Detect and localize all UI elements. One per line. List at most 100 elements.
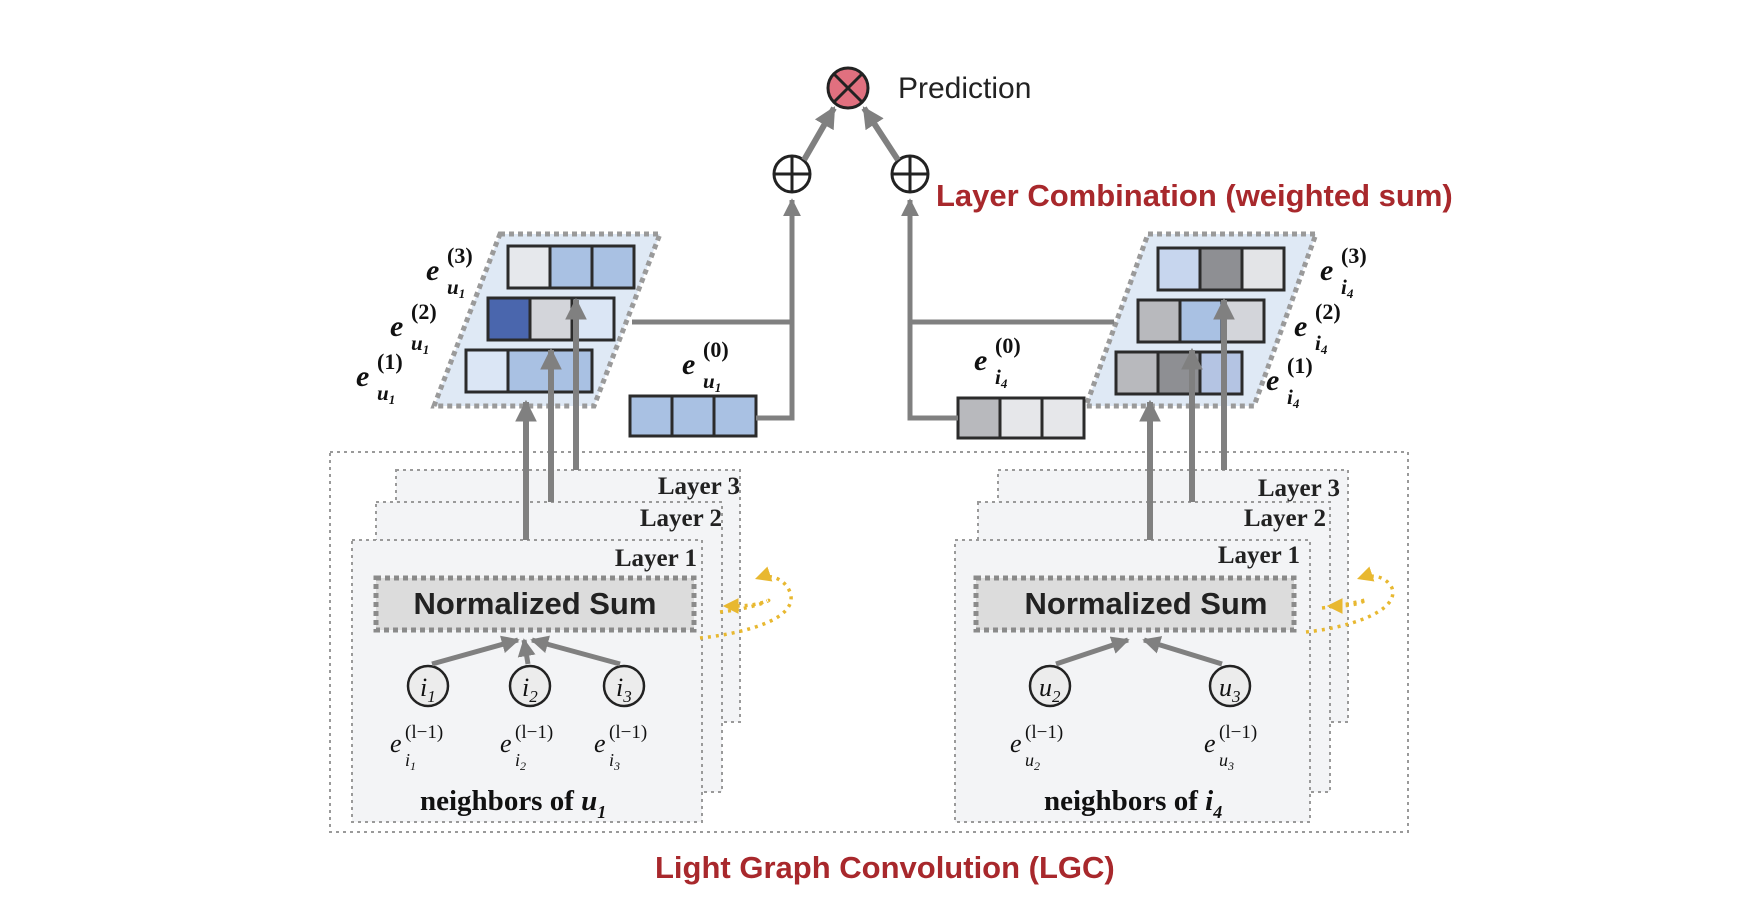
- svg-text:e: e: [1294, 310, 1307, 343]
- sum-node-item: [890, 154, 930, 194]
- right-normalized-sum-label: Normalized Sum: [1025, 586, 1268, 621]
- right-embedding-row-2-cell-1: [1136, 298, 1182, 344]
- left-embedding-row-1-cell-3: [548, 348, 594, 394]
- svg-text:e: e: [1320, 254, 1333, 287]
- svg-text:i2: i2: [522, 673, 538, 706]
- svg-text:(2): (2): [411, 299, 437, 324]
- svg-text:i3: i3: [609, 750, 620, 773]
- left-embedding-row-2-cell-1: [486, 296, 532, 342]
- left-stack-label-3: e (3) u1: [426, 243, 473, 301]
- sum-node-user: [772, 154, 812, 194]
- svg-text:(2): (2): [1315, 299, 1341, 324]
- svg-text:(l−1): (l−1): [1025, 722, 1063, 743]
- svg-text:e: e: [356, 360, 369, 393]
- left-arrow-i3-to-sum: [530, 635, 621, 667]
- prediction-label: Prediction: [898, 72, 1031, 105]
- left-initial-row-cell-2: [670, 394, 716, 438]
- left-layer-stack: Layer 3 Layer 2 Layer 1 Normalized Sum i…: [351, 469, 793, 823]
- svg-text:e: e: [500, 729, 512, 758]
- svg-text:(3): (3): [1341, 243, 1367, 268]
- left-neighbor-embedding-3: e (l−1) i3: [594, 722, 647, 773]
- svg-text:i1: i1: [420, 673, 436, 706]
- svg-text:(0): (0): [995, 333, 1021, 358]
- right-embedding-row-3-cell-1: [1156, 246, 1202, 292]
- left-initial-row: [628, 394, 758, 438]
- right-initial-row: [956, 396, 1086, 440]
- left-embedding-row-1-cell-2: [506, 348, 552, 394]
- left-embedding-row-3-cell-3: [590, 244, 636, 290]
- right-layer-stack: Layer 3 Layer 2 Layer 1 Normalized Sum u…: [954, 469, 1395, 823]
- right-node-u2: u2: [1028, 664, 1072, 708]
- left-embedding-row-1-cell-1: [464, 348, 510, 394]
- svg-text:e: e: [390, 729, 402, 758]
- left-loop-arrow-outer: [699, 566, 793, 640]
- left-neighbor-embedding-2: e (l−1) i2: [500, 722, 553, 773]
- svg-text:i1: i1: [405, 750, 416, 773]
- left-embedding-row-3-cell-2: [548, 244, 594, 290]
- right-layer3-label: Layer 3: [1258, 475, 1340, 502]
- svg-text:u1: u1: [411, 331, 429, 357]
- svg-text:u3: u3: [1219, 673, 1241, 706]
- svg-text:i4: i4: [1315, 331, 1328, 357]
- svg-text:(3): (3): [447, 243, 473, 268]
- lgc-outer-box: [329, 451, 1409, 833]
- left-connector-initial-to-sum: [756, 198, 801, 421]
- left-normalized-sum-label: Normalized Sum: [414, 586, 657, 621]
- left-embedding-row-1: [464, 348, 594, 394]
- left-normalized-sum-box: [373, 575, 697, 633]
- right-initial-row-cell-3: [1040, 396, 1086, 440]
- right-stack-label-3: e (3) i4: [1320, 243, 1367, 301]
- left-neighbor-embedding-1: e (l−1) i1: [390, 722, 443, 773]
- right-embedding-row-1-cell-1: [1114, 350, 1160, 396]
- right-embedding-row-2-cell-3: [1220, 298, 1266, 344]
- layer-combination-title: Layer Combination (weighted sum): [936, 178, 1453, 213]
- svg-text:i4: i4: [1287, 385, 1300, 411]
- prediction-node: [826, 66, 870, 110]
- right-initial-label: e (0) i4: [974, 333, 1021, 391]
- left-stack-label-2: e (2) u1: [390, 299, 437, 357]
- svg-text:(1): (1): [377, 349, 403, 374]
- svg-text:u1: u1: [703, 369, 721, 395]
- left-embedding-cells: [464, 244, 636, 394]
- left-embedding-row-2: [486, 296, 616, 342]
- right-node-u3: u3: [1208, 664, 1252, 708]
- right-stack-label-1: e (1) i4: [1266, 353, 1313, 411]
- right-embedding-row-2: [1136, 298, 1266, 344]
- arrow-sum-to-prediction-right: [861, 106, 901, 162]
- svg-text:(1): (1): [1287, 353, 1313, 378]
- left-node-i2: i2: [508, 664, 552, 708]
- left-layer2-label: Layer 2: [640, 505, 722, 532]
- svg-text:u1: u1: [377, 381, 395, 407]
- left-node-i3: i3: [602, 664, 646, 708]
- right-embedding-row-3-cell-3: [1240, 246, 1286, 292]
- right-neighbors-label: neighbors of i4: [1044, 785, 1222, 822]
- left-arrow-i1-to-sum: [431, 635, 520, 667]
- left-neighbors-label: neighbors of u1: [420, 785, 606, 822]
- right-neighbor-embedding-2: e (l−1) u3: [1204, 722, 1257, 773]
- svg-text:i4: i4: [995, 365, 1008, 391]
- svg-text:u2: u2: [1039, 673, 1061, 706]
- svg-text:e: e: [426, 254, 439, 287]
- left-initial-embedding: [628, 394, 758, 438]
- svg-text:e: e: [1204, 729, 1216, 758]
- arrow-sum-to-prediction-left: [801, 106, 837, 162]
- right-embedding-row-3-cell-2: [1198, 246, 1244, 292]
- svg-text:i4: i4: [1341, 275, 1354, 301]
- svg-text:u2: u2: [1025, 750, 1040, 773]
- svg-text:(l−1): (l−1): [405, 722, 443, 743]
- svg-text:e: e: [594, 729, 606, 758]
- svg-text:e: e: [1010, 729, 1022, 758]
- left-embedding-row-3: [506, 244, 636, 290]
- svg-text:i3: i3: [616, 673, 632, 706]
- left-initial-row-cell-1: [628, 394, 674, 438]
- right-neighbor-embedding-1: e (l−1) u2: [1010, 722, 1063, 773]
- right-stack-label-2: e (2) i4: [1294, 299, 1341, 357]
- svg-text:(l−1): (l−1): [609, 722, 647, 743]
- right-layer2-label: Layer 2: [1244, 505, 1326, 532]
- right-initial-row-cell-1: [956, 396, 1002, 440]
- right-arrow-u3-to-sum: [1142, 636, 1223, 667]
- right-embedding-row-2-cell-2: [1178, 298, 1224, 344]
- svg-text:e: e: [974, 344, 987, 377]
- right-initial-embedding: [956, 396, 1086, 440]
